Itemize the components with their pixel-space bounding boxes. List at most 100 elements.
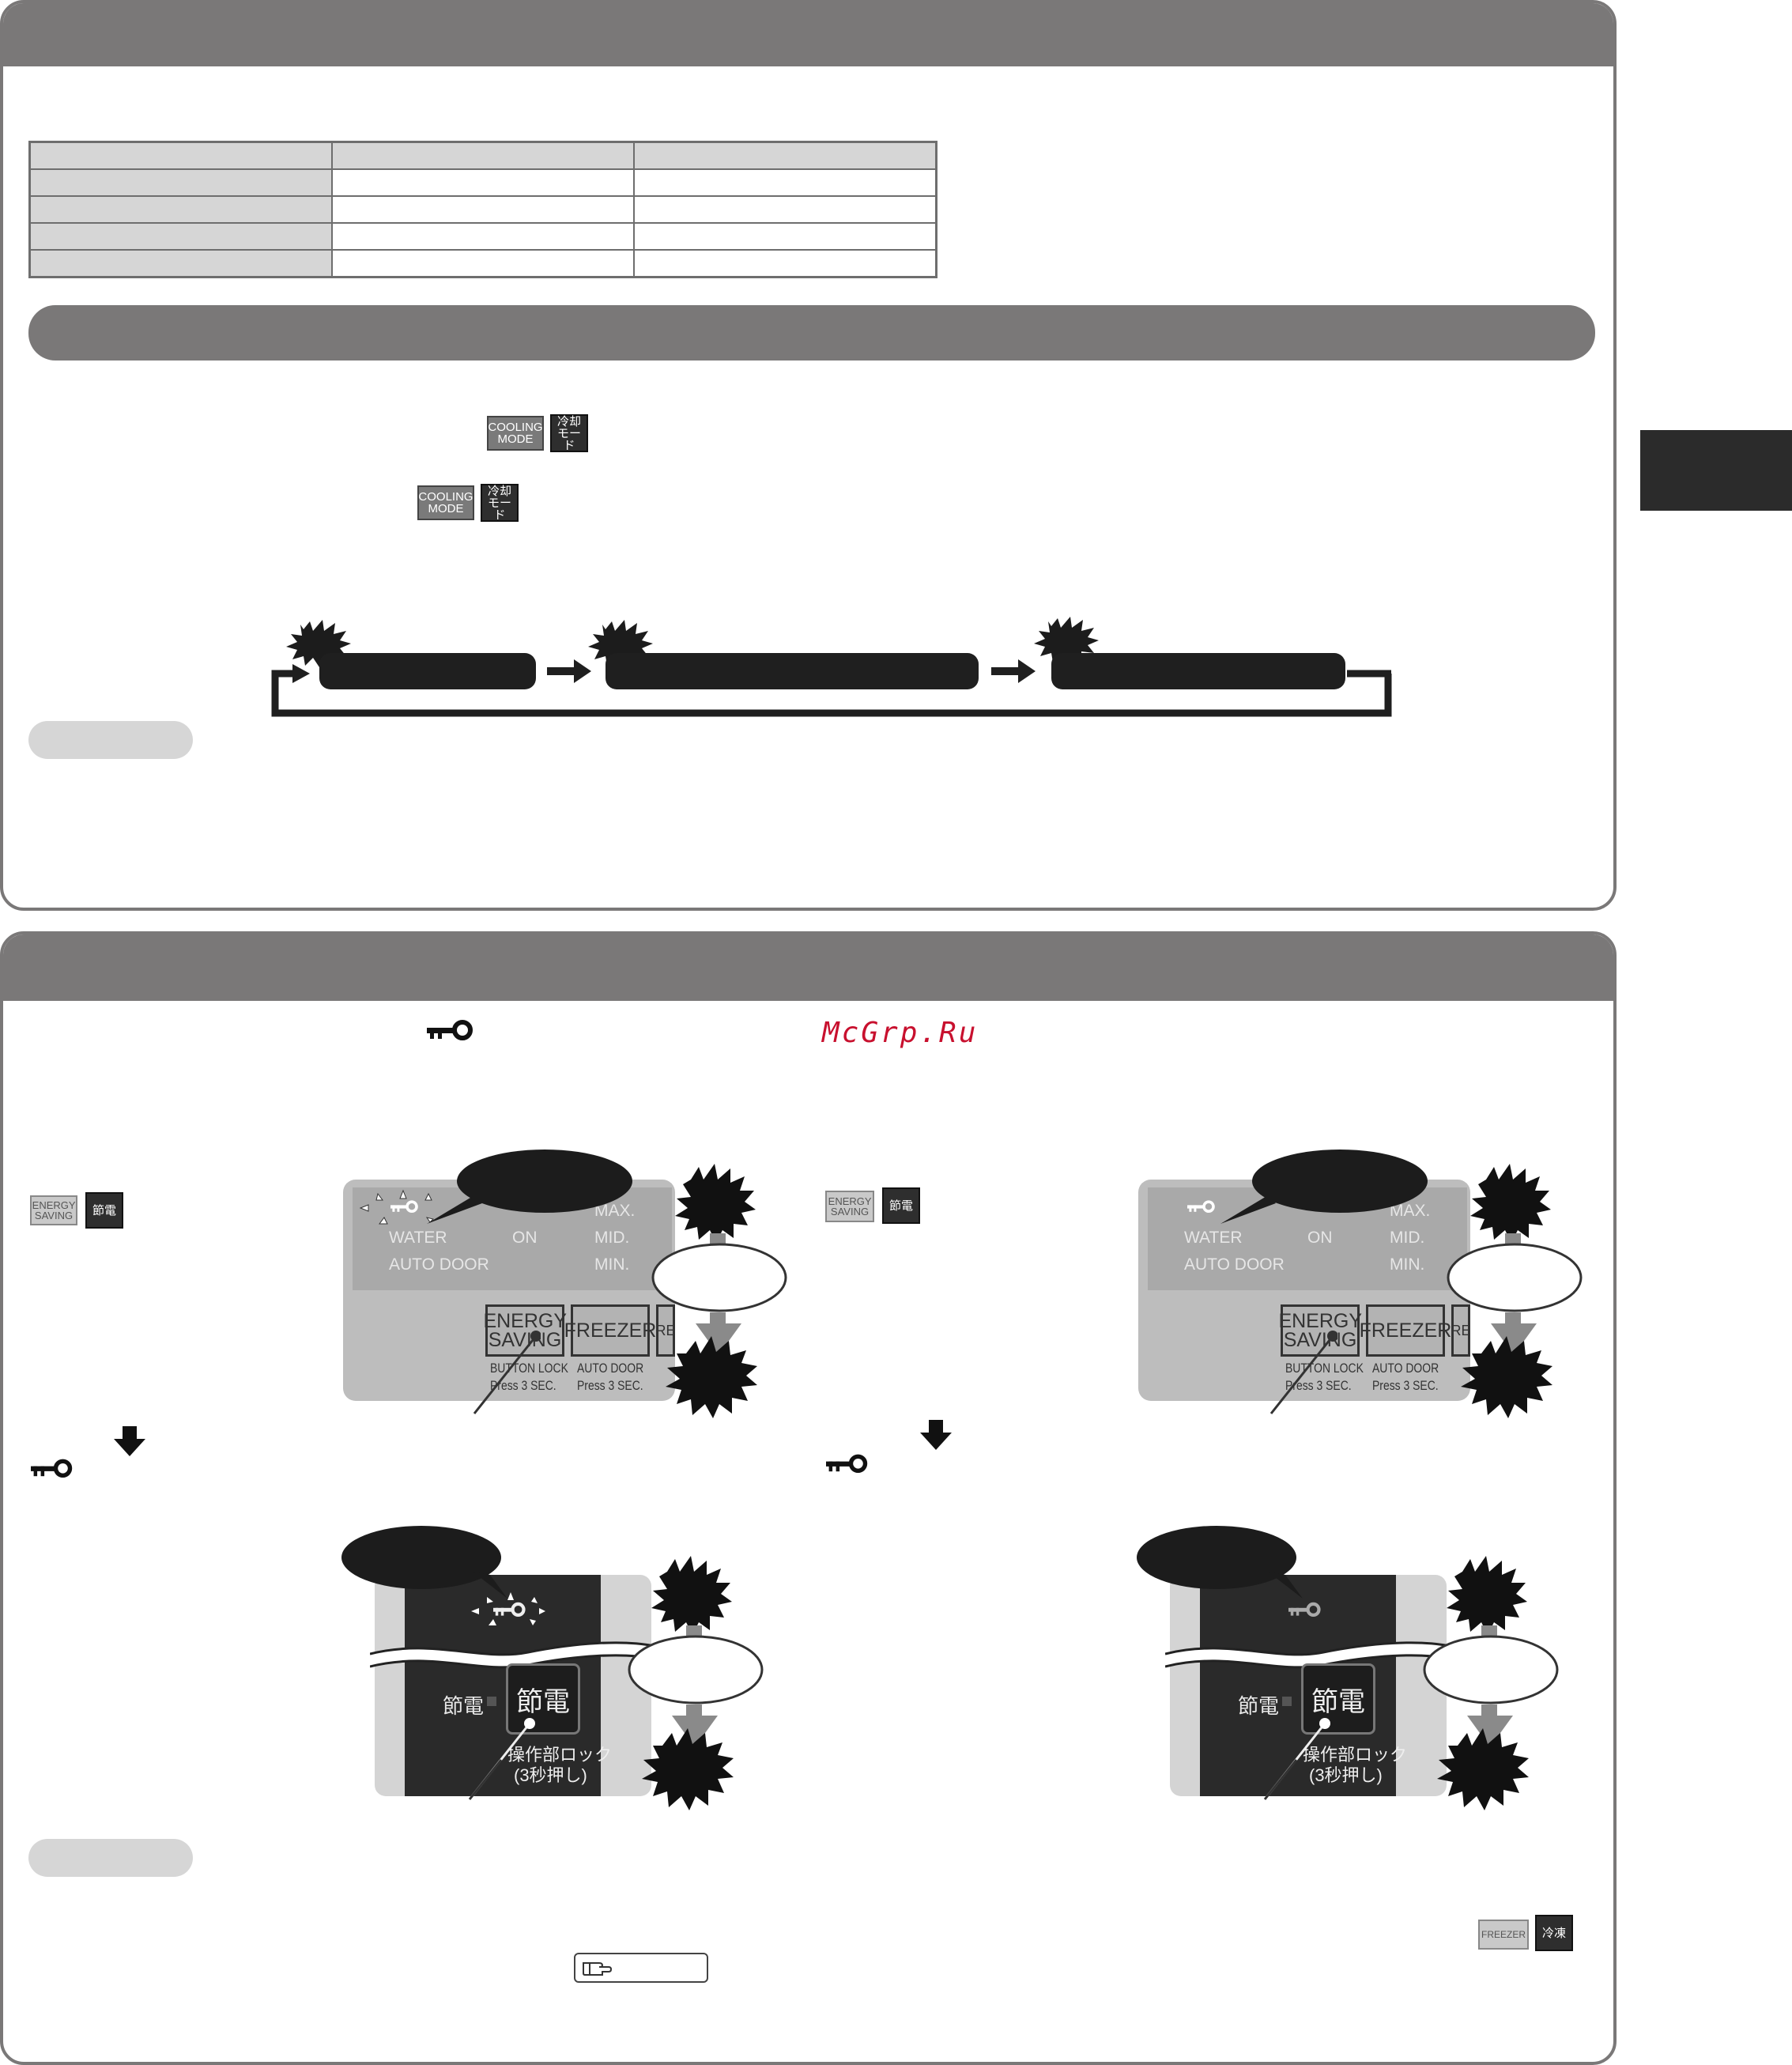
step-ellipse	[651, 1243, 787, 1312]
press-3-sec-label: Press 3 SEC.	[577, 1378, 643, 1393]
key-icon	[826, 1454, 868, 1473]
table-row	[28, 249, 937, 278]
energy-saving-button-en: ENERGY SAVING	[825, 1191, 874, 1222]
mode-label-bar	[1051, 653, 1345, 689]
page-reference-box	[574, 1953, 708, 1983]
callout-line	[473, 1331, 541, 1414]
right-arrow-icon	[991, 659, 1036, 683]
mode-label-bar	[606, 653, 979, 689]
starburst-icon	[1470, 1164, 1551, 1243]
indicator-led	[1282, 1697, 1292, 1706]
freezer-key: FREEZER	[1360, 1304, 1451, 1357]
freezer-button-jp: 冷凍	[1535, 1915, 1573, 1951]
down-arrow-icon	[920, 1420, 952, 1450]
key-icon	[31, 1459, 73, 1478]
display-text-max: MAX.	[1390, 1202, 1431, 1220]
energy-saving-button-jp: 節電	[85, 1192, 123, 1229]
mode-cycle-diagram	[271, 617, 1392, 717]
speech-bubble-tail	[1268, 1572, 1303, 1599]
press-3-sec-label: Press 3 SEC.	[490, 1378, 556, 1393]
section-panel-top: COOLING MODE 冷却 モード COOLING MODE 冷却 モード	[0, 0, 1617, 911]
energy-saving-key-jp: 節電	[506, 1663, 580, 1735]
key-icon	[1187, 1200, 1215, 1213]
re-key: RE	[1451, 1304, 1470, 1357]
display-text-auto-door: AUTO DOOR	[1184, 1255, 1285, 1274]
press-3-sec-caption-jp: (3秒押し)	[514, 1765, 587, 1785]
energy-saving-button-en: ENERGY SAVING	[30, 1195, 77, 1225]
mode-label-bar	[319, 653, 536, 689]
watermark: McGrp.Ru	[822, 1017, 979, 1049]
display-text-mid: MID.	[594, 1229, 630, 1247]
chapter-tab	[1640, 430, 1792, 511]
cooling-mode-button-en: COOLING MODE	[417, 485, 474, 520]
starburst-icon	[1461, 1336, 1552, 1418]
display-text-max: MAX.	[594, 1202, 636, 1220]
table-row	[28, 222, 937, 251]
cycle-return-line	[271, 670, 1392, 717]
cooling-mode-button-jp: 冷却 モード	[481, 484, 519, 522]
energy-saving-label-jp: 節電	[443, 1694, 485, 1718]
press-3-sec-label: Press 3 SEC.	[1372, 1378, 1439, 1393]
energy-saving-key: ENERGY SAVING	[483, 1304, 567, 1357]
display-text-on: ON	[1307, 1229, 1333, 1247]
display-text-auto-door: AUTO DOOR	[389, 1255, 489, 1274]
indicator-led	[487, 1697, 496, 1706]
display-text-mid: MID.	[1390, 1229, 1425, 1247]
starburst-icon	[675, 1164, 756, 1243]
callout-line	[468, 1718, 535, 1800]
starburst-icon	[666, 1336, 757, 1418]
starburst-icon	[651, 1556, 732, 1635]
callout-line	[1269, 1331, 1337, 1414]
energy-saving-button-jp: 節電	[882, 1187, 920, 1224]
cooling-mode-button-jp: 冷却 モード	[550, 414, 588, 452]
table-row	[28, 195, 937, 224]
step-ellipse	[628, 1635, 764, 1704]
speech-bubble	[341, 1526, 501, 1589]
right-arrow-icon	[547, 659, 591, 683]
auto-door-label: AUTO DOOR	[577, 1361, 644, 1376]
press-3-sec-caption-jp: (3秒押し)	[1309, 1765, 1383, 1785]
subsection-header-bar	[28, 305, 1595, 361]
starburst-icon	[286, 620, 351, 667]
note-label-pill	[28, 1839, 193, 1877]
speech-bubble-tail	[427, 1195, 482, 1224]
display-text-water: WATER	[1184, 1229, 1243, 1247]
button-lock-caption-jp: 操作部ロック	[1303, 1745, 1408, 1765]
button-lock-label: BUTTON LOCK	[490, 1361, 568, 1376]
cooling-mode-button-en: COOLING MODE	[487, 416, 544, 451]
energy-saving-key-jp: 節電	[1301, 1663, 1375, 1735]
energy-saving-key: ENERGY SAVING	[1278, 1304, 1362, 1357]
freezer-key: FREEZER	[564, 1304, 656, 1357]
step-flow	[628, 1556, 764, 1810]
freezer-button-en: FREEZER	[1478, 1920, 1529, 1950]
speech-bubble	[457, 1150, 632, 1213]
spec-table	[28, 141, 937, 278]
step-flow	[1447, 1164, 1583, 1418]
table-header-row	[28, 141, 937, 170]
step-ellipse	[1447, 1243, 1583, 1312]
key-icon	[390, 1200, 418, 1213]
pointing-hand-icon	[583, 1962, 613, 1976]
starburst-icon	[588, 620, 653, 667]
speech-bubble	[1252, 1150, 1428, 1213]
key-icon	[493, 1602, 526, 1617]
key-icon	[427, 1020, 473, 1040]
blink-indicator-icon	[359, 1189, 434, 1225]
button-lock-caption-jp: 操作部ロック	[507, 1745, 613, 1765]
section-header-bar	[3, 3, 1613, 66]
step-flow	[1423, 1556, 1559, 1810]
display-text-on: ON	[512, 1229, 538, 1247]
step-ellipse	[1423, 1635, 1559, 1704]
display-text-min: MIN.	[1390, 1255, 1425, 1274]
section-panel-bottom: McGrp.Ru ENERGY SAVING 節電 MAX. WATER ON …	[0, 931, 1617, 2065]
auto-door-label: AUTO DOOR	[1372, 1361, 1439, 1376]
blink-indicator-icon	[471, 1592, 545, 1625]
note-label-pill	[28, 721, 193, 759]
speech-bubble-tail	[1220, 1195, 1276, 1224]
display-text-water: WATER	[389, 1229, 447, 1247]
press-3-sec-label: Press 3 SEC.	[1285, 1378, 1352, 1393]
starburst-icon	[642, 1728, 734, 1810]
starburst-icon	[1447, 1556, 1527, 1635]
speech-bubble	[1137, 1526, 1296, 1589]
right-arrow-icon	[292, 664, 310, 683]
